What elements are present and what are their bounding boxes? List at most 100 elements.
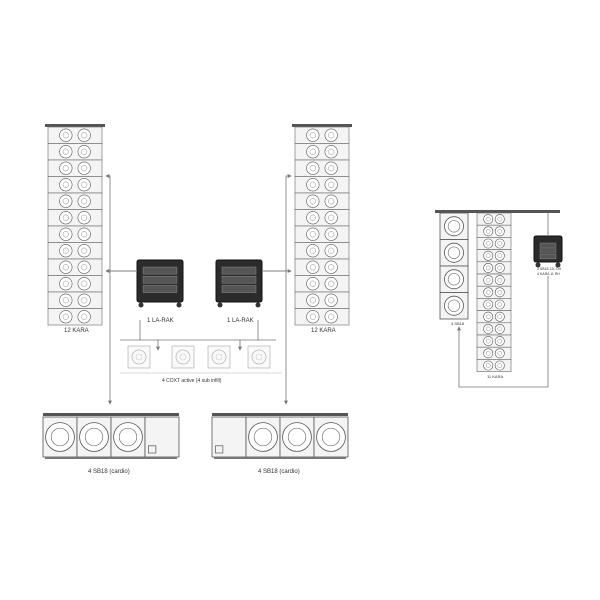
kara-cabinet: [294, 209, 350, 227]
kara-cabinet: [47, 225, 103, 243]
left-rack-label: 1 LA-RAK: [147, 318, 174, 324]
kara-cabinet: [294, 242, 350, 260]
left-rigging-bar: [45, 124, 105, 127]
rack-amplifier: [221, 285, 257, 293]
rack-wheel: [176, 302, 182, 308]
subwoofer-icon: [76, 416, 112, 458]
kara-cabinet: [476, 237, 512, 250]
rack-amplifier: [142, 275, 178, 284]
subwoofer-icon: [144, 416, 180, 458]
kara-cabinet: [476, 322, 512, 336]
subwoofer-icon: [279, 416, 315, 458]
kara-cabinet: [294, 192, 350, 210]
rack-amplifier: [142, 266, 178, 275]
kara-cabinet: [476, 261, 512, 275]
arrow-icon: [105, 174, 136, 272]
kara-cabinet: [476, 334, 512, 348]
kara-cabinet: [476, 298, 512, 311]
kara-cabinet: [294, 275, 350, 293]
right-rigging-bar: [292, 124, 352, 127]
right-la-rak: [215, 259, 263, 308]
side-sub-column: [439, 212, 469, 320]
subwoofer-icon: [245, 416, 281, 458]
side-signal-line: [459, 213, 549, 388]
kara-cabinet: [476, 273, 512, 287]
kara-cabinet: [294, 291, 350, 309]
coax-note: 4 COXT active (4 sub infill): [162, 378, 222, 384]
rack-wheel: [255, 302, 261, 308]
kara-cabinet: [476, 310, 512, 324]
sub-base: [45, 457, 177, 459]
rack-wheel: [138, 302, 144, 308]
left-subs-label: 4 SB18 (cardio): [88, 469, 130, 475]
right-rack-label: 1 LA-RAK: [227, 318, 254, 324]
signal-lines: [105, 174, 292, 405]
kara-cabinet: [47, 176, 103, 194]
subwoofer-icon: [110, 416, 146, 458]
kara-cabinet: [47, 192, 103, 210]
right-sub-stack: [211, 413, 349, 459]
kara-cabinet: [47, 126, 103, 144]
left-kara-array: [45, 124, 105, 326]
kara-line-array-icon: [476, 212, 512, 372]
kara-cabinet: [47, 258, 103, 276]
kara-cabinet: [47, 209, 103, 227]
subwoofer-icon: [211, 416, 247, 458]
left-la-rak: [136, 259, 184, 308]
rack-amplifier: [539, 242, 557, 248]
coaxial-monitor-icon: [207, 345, 231, 369]
kara-cabinet: [294, 308, 350, 326]
side-rigging-bar: [435, 210, 560, 213]
kara-cabinet: [47, 242, 103, 260]
arrow-icon: [262, 174, 292, 272]
side-rack: [533, 235, 563, 268]
kara-cabinet: [47, 159, 103, 177]
rack-amplifier: [142, 285, 178, 293]
kara-cabinet: [294, 159, 350, 177]
sub-base: [214, 457, 346, 459]
kara-cabinet: [47, 308, 103, 326]
side-array-label: 11 KARA: [487, 374, 503, 379]
kara-cabinet: [476, 224, 512, 238]
kara-cabinet: [294, 176, 350, 194]
kara-cabinet: [47, 143, 103, 161]
sub-top-frame: [43, 413, 179, 416]
rack-wheel: [535, 262, 541, 268]
right-array-label: 12 KARA: [311, 328, 336, 334]
sub-top-frame: [212, 413, 348, 416]
right-subs-label: 4 SB18 (cardio): [258, 469, 300, 475]
side-system: [435, 210, 563, 388]
subwoofer-icon: [439, 292, 469, 320]
subwoofer-icon: [42, 416, 78, 458]
kara-cabinet: [294, 225, 350, 243]
kara-line-array-icon: [47, 126, 103, 326]
kara-cabinet: [476, 249, 512, 263]
right-kara-array: [292, 124, 352, 326]
kara-cabinet: [476, 359, 512, 372]
coaxial-monitor-icon: [171, 345, 195, 369]
coaxial-monitor-icon: [247, 345, 271, 369]
left-array-label: 12 KARA: [64, 328, 89, 334]
left-sub-stack: [42, 413, 180, 459]
side-rack-label-1: 4 SB18 12L DH: [537, 267, 562, 271]
rack-amplifier: [221, 275, 257, 284]
subwoofer-icon: [439, 212, 469, 240]
side-subs-label: 4 SB18: [451, 321, 465, 326]
rack-wheel: [555, 262, 561, 268]
subwoofer-icon: [313, 416, 349, 458]
kara-cabinet: [47, 275, 103, 293]
kara-cabinet: [476, 346, 512, 360]
coaxial-monitor-row: [120, 345, 282, 374]
coaxial-monitor-icon: [127, 345, 151, 369]
kara-cabinet: [294, 258, 350, 276]
subwoofer-icon: [439, 265, 469, 293]
kara-cabinet: [476, 212, 512, 226]
kara-line-array-icon: [294, 126, 350, 326]
subwoofer-icon: [439, 239, 469, 267]
kara-cabinet: [294, 126, 350, 144]
rack-amplifier: [221, 266, 257, 275]
kara-cabinet: [47, 291, 103, 309]
kara-cabinet: [294, 143, 350, 161]
rack-amplifier: [539, 248, 557, 254]
